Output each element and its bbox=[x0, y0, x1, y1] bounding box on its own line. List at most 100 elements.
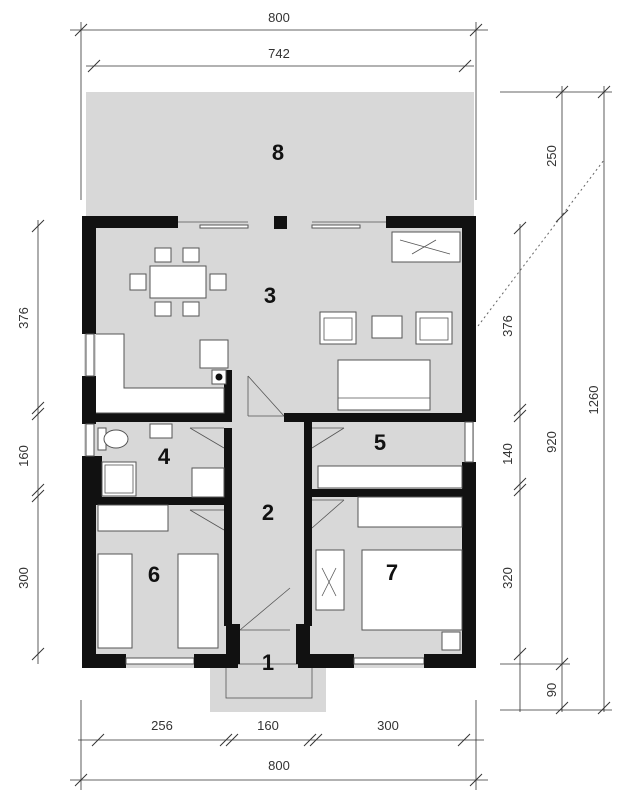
wall-5-bottom bbox=[312, 489, 462, 497]
window-bottom-right bbox=[353, 657, 425, 665]
ironing-board-leg bbox=[411, 239, 437, 255]
armchair bbox=[319, 311, 357, 345]
sink bbox=[149, 423, 173, 439]
door-5-swing bbox=[311, 427, 345, 449]
wall-top-left bbox=[82, 216, 178, 228]
wall-bottom-right bbox=[298, 654, 354, 668]
dim-bottom-total: 800 bbox=[268, 758, 290, 773]
window-right bbox=[464, 421, 474, 463]
dining-table bbox=[149, 265, 207, 299]
desk-chair bbox=[321, 567, 337, 597]
window-left-upper bbox=[85, 333, 95, 377]
dining-chair bbox=[154, 247, 172, 263]
dim-bottom-mid: 160 bbox=[257, 718, 279, 733]
wall-bath-bottom bbox=[96, 497, 224, 505]
dining-chair bbox=[182, 301, 200, 317]
room-number-4: 4 bbox=[158, 444, 171, 469]
dim-tick bbox=[87, 59, 101, 73]
fridge bbox=[199, 339, 229, 369]
sofa bbox=[337, 359, 431, 411]
dim-top-inner: 742 bbox=[268, 46, 290, 61]
window-left-lower bbox=[85, 423, 95, 457]
dining-chair bbox=[154, 301, 172, 317]
dim-tick bbox=[513, 477, 527, 491]
shower bbox=[191, 467, 225, 498]
wall-entry-left bbox=[226, 624, 240, 664]
dim-tick bbox=[597, 85, 611, 99]
dim-bottom-right: 300 bbox=[377, 718, 399, 733]
terrace-roof-line bbox=[477, 159, 605, 327]
room-number-6: 6 bbox=[148, 562, 160, 587]
wall-hall-left bbox=[224, 428, 232, 626]
chimney-flue bbox=[215, 373, 223, 381]
closet bbox=[317, 465, 463, 489]
wall-top-right bbox=[386, 216, 476, 228]
window-bottom-left bbox=[125, 657, 195, 665]
dim-right-b: 140 bbox=[500, 443, 515, 465]
wall-bottom-right2 bbox=[424, 654, 476, 668]
dim-tick bbox=[513, 221, 527, 235]
dim-right-c: 320 bbox=[500, 567, 515, 589]
dim-tick bbox=[303, 733, 317, 747]
wall-hall-right bbox=[304, 422, 312, 626]
door-entry-swing bbox=[239, 587, 291, 631]
dim-tick bbox=[31, 483, 45, 497]
dim-right-a: 376 bbox=[500, 315, 515, 337]
room-number-7: 7 bbox=[386, 560, 398, 585]
dining-chair bbox=[209, 273, 227, 291]
toilet-bowl bbox=[103, 429, 129, 449]
dim-tick bbox=[31, 489, 45, 503]
room-number-8: 8 bbox=[272, 140, 284, 165]
wall-hall-left-upper bbox=[224, 370, 232, 422]
armchair-seat bbox=[323, 317, 353, 341]
dim-bottom-left: 256 bbox=[151, 718, 173, 733]
dim-tick bbox=[513, 483, 527, 497]
door-7-swing bbox=[311, 499, 345, 529]
dim-tick bbox=[457, 733, 471, 747]
dim-tick bbox=[219, 733, 233, 747]
entry-porch-inner bbox=[225, 663, 313, 699]
washing-machine bbox=[101, 461, 137, 497]
room-number-1: 1 bbox=[262, 650, 274, 675]
dim-tick bbox=[31, 647, 45, 661]
dim-tick bbox=[31, 219, 45, 233]
wall-right-lower bbox=[462, 462, 476, 668]
door-living-swing bbox=[247, 375, 285, 417]
dim-tick bbox=[513, 647, 527, 661]
sliding-door-left-leaf bbox=[199, 224, 249, 229]
ironing-board bbox=[399, 239, 451, 255]
dim-tick bbox=[309, 733, 323, 747]
dim-tick bbox=[31, 407, 45, 421]
wall-bath-left bbox=[96, 456, 102, 497]
dim-tick bbox=[555, 209, 569, 223]
wardrobe bbox=[97, 504, 169, 532]
terrace-area bbox=[86, 92, 474, 216]
dim-right-inner-total: 920 bbox=[544, 431, 559, 453]
entry-porch bbox=[210, 664, 326, 712]
wall-bath-bottom2 bbox=[192, 497, 224, 505]
dining-chair bbox=[129, 273, 147, 291]
wall-living-bottom-left bbox=[82, 413, 230, 422]
dim-tick bbox=[225, 733, 239, 747]
dim-right-terrace: 250 bbox=[544, 145, 559, 167]
wall-living-bottom-right bbox=[284, 413, 462, 422]
double-bed bbox=[361, 549, 463, 631]
armchair bbox=[415, 311, 453, 345]
dim-tick bbox=[513, 403, 527, 417]
kitchen-counter bbox=[96, 333, 225, 414]
room-number-3: 3 bbox=[264, 283, 276, 308]
dim-right-total: 1260 bbox=[586, 386, 601, 415]
dim-left-bottom: 300 bbox=[16, 567, 31, 589]
dining-chair bbox=[182, 247, 200, 263]
door-6-swing bbox=[189, 509, 225, 531]
wall-column bbox=[274, 216, 287, 229]
door-bath-swing bbox=[189, 427, 225, 449]
dim-tick bbox=[31, 401, 45, 415]
ironing-board-box bbox=[391, 231, 461, 263]
wall-left-lower bbox=[82, 456, 96, 668]
dim-right-entry: 90 bbox=[544, 683, 559, 697]
dim-left-mid: 160 bbox=[16, 445, 31, 467]
dim-tick bbox=[513, 409, 527, 423]
dim-tick bbox=[458, 59, 472, 73]
